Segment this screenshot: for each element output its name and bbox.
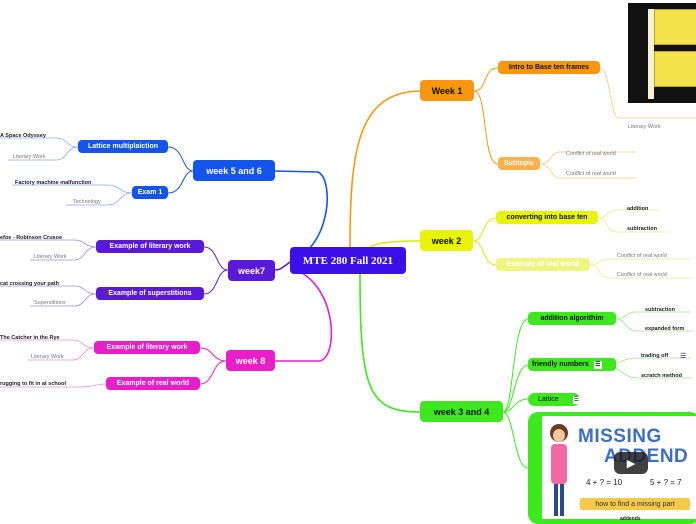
week8-literary-example-node[interactable]: Example of literary work <box>94 341 200 354</box>
superstitions[interactable]: Superstitions <box>34 300 66 306</box>
week1-conflict-1[interactable]: Conflict of real world <box>566 151 616 157</box>
week7-node[interactable]: week7 <box>228 260 275 281</box>
converting-base-ten-node[interactable]: converting into base ten <box>496 211 598 224</box>
friendly-numbers-node[interactable]: friendly numbers ☰ <box>528 358 616 371</box>
ten-frame-bottom <box>654 51 696 87</box>
central-topic[interactable]: MTE 280 Fall 2021 <box>290 247 406 274</box>
week2-subtraction[interactable]: subtraction <box>627 226 657 232</box>
week2-node[interactable]: week 2 <box>420 230 473 251</box>
addends-label[interactable]: addends <box>620 516 641 522</box>
video-thumbnail[interactable]: MISSING ADDEND ▶ 4 + ? = 10 5 + ? = 7 ho… <box>542 416 696 519</box>
exam1-node[interactable]: Exam 1 <box>132 186 168 199</box>
week8-real-world-node[interactable]: Example of real world <box>106 377 200 390</box>
algorithm-subtraction[interactable]: subtraction <box>645 307 675 313</box>
week56-node[interactable]: week 5 and 6 <box>193 160 275 181</box>
play-button[interactable]: ▶ <box>614 452 648 474</box>
notes-icon[interactable]: ☰ <box>573 396 580 404</box>
week56-literary-work[interactable]: Literary Work <box>13 154 46 160</box>
play-icon: ▶ <box>627 457 635 470</box>
video-equation-2: 5 + ? = 7 <box>650 478 682 487</box>
week2-conflict-1[interactable]: Conflict of real world <box>617 253 667 259</box>
video-caption: how to find a missing part <box>580 498 690 510</box>
week8-node[interactable]: week 8 <box>226 350 275 371</box>
frame-edge <box>648 9 654 99</box>
week1-conflict-2[interactable]: Conflict of real world <box>566 171 616 177</box>
week2-addition[interactable]: addition <box>627 206 648 212</box>
missing-addend-video-node[interactable]: MISSING ADDEND ▶ 4 + ? = 10 5 + ? = 7 ho… <box>528 412 696 524</box>
week7-literary-work[interactable]: Literary Work <box>34 254 67 260</box>
superstitions-example-node[interactable]: Example of superstitions <box>96 287 204 300</box>
factory-malfunction[interactable]: Factory machine malfunction <box>15 180 91 186</box>
technology[interactable]: Technology <box>73 199 101 205</box>
week1-node[interactable]: Week 1 <box>420 80 474 101</box>
week1-literary-work[interactable]: Literary Work <box>628 124 661 130</box>
ten-frame-top <box>654 9 696 45</box>
notes-icon[interactable]: ☰ <box>680 352 686 360</box>
notes-icon[interactable]: ☰ <box>594 361 602 369</box>
struggling-to-fit-in[interactable]: rugging to fit in at school <box>0 381 66 387</box>
teacher-figure <box>546 424 572 517</box>
week34-node[interactable]: week 3 and 4 <box>420 401 503 422</box>
week2-real-world-node[interactable]: Example of real world <box>496 258 590 271</box>
week7-literary-example-node[interactable]: Example of literary work <box>96 240 204 253</box>
algorithm-expanded-form[interactable]: expanded form <box>645 326 684 332</box>
week8-literary-work[interactable]: Literary Work <box>31 354 64 360</box>
video-equation-1: 4 + ? = 10 <box>586 478 622 487</box>
video-title-line1: MISSING <box>578 426 662 448</box>
base-ten-frames-image[interactable] <box>628 3 696 103</box>
trading-off[interactable]: trading off <box>641 353 668 359</box>
lattice-multiplication-node[interactable]: Lattice multiplaiction <box>78 140 168 153</box>
lattice-label: Lattice <box>538 396 559 403</box>
addition-algorithm-node[interactable]: addition algorithim <box>528 312 616 325</box>
week2-conflict-2[interactable]: Conflict of real world <box>617 272 667 278</box>
cat-crossing[interactable]: cat crossing your path <box>0 281 59 287</box>
catcher-in-the-rye[interactable]: The Catcher in the Rye <box>0 335 60 341</box>
space-odyssey[interactable]: A Space Odyssey <box>0 133 46 139</box>
friendly-numbers-label: friendly numbers <box>532 361 589 368</box>
subtopic-node[interactable]: Subtopic <box>498 157 540 170</box>
lattice-node[interactable]: Lattice ☰ <box>528 393 580 406</box>
intro-base-ten-node[interactable]: Intro to Base ten frames <box>498 61 600 74</box>
robinson-crusoe[interactable]: efoe - Robinson Crusoe <box>0 235 62 241</box>
scratch-method[interactable]: scratch method <box>641 373 682 379</box>
